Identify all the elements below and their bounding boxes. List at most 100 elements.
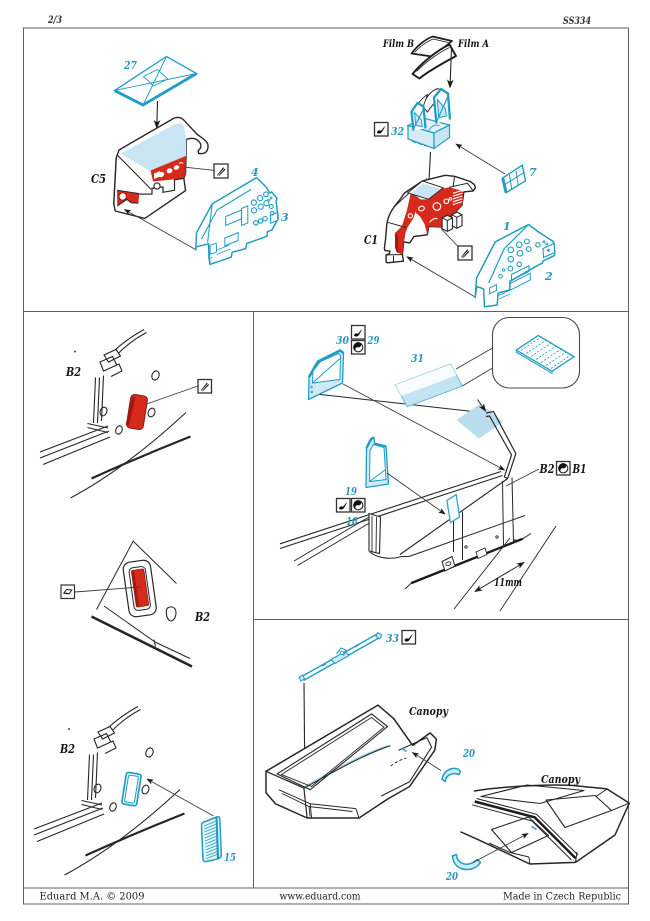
view1-leader (146, 385, 199, 405)
leader-panels-to-c1 (406, 256, 477, 298)
canopy-right-label: Canopy (541, 773, 581, 786)
view2-red-part (131, 568, 150, 608)
bend-symbol-18 (350, 497, 366, 513)
sidewall-view-1: B2 (39, 329, 213, 499)
placard-31-detail (515, 334, 576, 375)
arrow-31-to-patch (477, 399, 487, 412)
film-a-label: Film A (457, 39, 489, 50)
part-20-left (441, 767, 462, 783)
view3-leader (146, 778, 214, 817)
part-27-label: 27 (123, 59, 137, 72)
film-b-label: Film B (382, 39, 414, 50)
footer-copyright: Eduard M.A. © 2009 (40, 892, 145, 903)
assembly-c1: Film B Film A 32 (364, 35, 556, 308)
part-31-sheet (394, 363, 463, 408)
part-20-right (451, 853, 482, 871)
callout-leader-lines (455, 347, 493, 387)
check-symbol-32 (373, 121, 389, 137)
part-3-panel (209, 191, 279, 259)
part-20-right-label: 20 (445, 870, 458, 883)
peel-symbol-view2 (60, 584, 76, 600)
arrow-27-to-c5 (153, 100, 161, 129)
view1-art (39, 329, 199, 499)
arrow-19-to-patch (386, 472, 446, 515)
part-7-label: 7 (529, 166, 537, 179)
body-b1-label: B1 (572, 461, 587, 476)
view2-leader (74, 586, 141, 593)
check-symbol-33 (401, 629, 417, 645)
leader-panels-to-c5 (123, 209, 196, 250)
dimension-11mm: 11mm (453, 525, 557, 612)
scrape-symbol-c5 (213, 163, 229, 179)
check-symbol-19 (335, 497, 351, 513)
part-4-label: 4 (251, 166, 259, 179)
scrape-symbol-c1 (457, 245, 473, 261)
scrape-symbol-view1 (197, 378, 213, 394)
leader-c1-symbol (440, 228, 459, 248)
part-3-label: 3 (281, 211, 289, 224)
part-33-label: 33 (386, 632, 399, 645)
part-31-label: 31 (411, 352, 424, 365)
view1-fleck (74, 350, 76, 353)
view3-b2-label: B2 (59, 741, 75, 756)
canopy-right (460, 784, 631, 865)
part-32-label: 32 (391, 125, 404, 138)
part-30-label: 30 (336, 334, 349, 347)
sheet-code: SS334 (563, 16, 591, 27)
part-7-placard (501, 164, 527, 194)
body-b2-label: B2 (539, 461, 555, 476)
view3-fleck (68, 728, 70, 730)
view2-b2-label: B2 (194, 609, 210, 624)
part-27-sheet (113, 55, 198, 107)
page-header: 2/3 SS334 (47, 15, 591, 27)
bend-symbol-29 (350, 339, 366, 355)
arrow-20-left (411, 752, 442, 771)
leader-b2b1 (505, 468, 540, 487)
assembly-c5: 27 C5 (91, 55, 289, 266)
view3-part-location (121, 771, 142, 807)
view2-art (74, 540, 193, 668)
canopy-left-label: Canopy (409, 705, 449, 718)
part-18-label: 18 (346, 515, 358, 528)
part-c1-label: C1 (364, 232, 378, 247)
view1-red-part (125, 394, 148, 430)
arrow-7-to-sight (455, 143, 506, 175)
c1-pedal-boxes (441, 211, 463, 233)
part-15-grille (200, 816, 223, 863)
part-29-label: 29 (367, 334, 380, 347)
patch-19-location (446, 493, 461, 524)
fuselage-art (279, 393, 532, 590)
check-symbol-30 (350, 324, 366, 340)
part-1-label: 1 (503, 220, 511, 233)
patch-31-location (456, 403, 503, 439)
part-15-label: 15 (224, 851, 236, 864)
view3-art (33, 706, 185, 876)
part-c1-body (383, 174, 477, 264)
part-c5-body (113, 116, 209, 220)
footer-website: www.eduard.com (280, 892, 361, 903)
sidewall-view-3: 15 B2 (33, 706, 236, 876)
page-number: 2/3 (47, 15, 62, 26)
footer-origin: Made in Czech Republic (503, 892, 621, 903)
page-frame (23, 27, 629, 905)
part-33-rail (298, 631, 383, 682)
bend-symbol-b2b1 (555, 460, 571, 476)
canopy-left (265, 704, 438, 819)
arrow-20-right (472, 833, 529, 863)
placard-callout (491, 316, 581, 389)
part-32-gunsight (406, 87, 452, 150)
part-30-door (307, 349, 345, 401)
page-footer: Eduard M.A. © 2009 www.eduard.com Made i… (40, 892, 622, 903)
part-2-label: 2 (544, 270, 553, 283)
part-19-door (365, 436, 390, 489)
film-a-part (411, 43, 457, 80)
dimension-label: 11mm (494, 576, 522, 589)
part-19-label: 19 (345, 485, 357, 498)
part-1-panel (474, 223, 556, 308)
part-c5-label: C5 (91, 171, 106, 186)
arrow-30-to-deck (342, 383, 506, 471)
fuselage-panel: 30 29 31 (279, 316, 587, 612)
view1-b2-label: B2 (65, 364, 81, 379)
leader-c5-symbol (185, 166, 215, 171)
